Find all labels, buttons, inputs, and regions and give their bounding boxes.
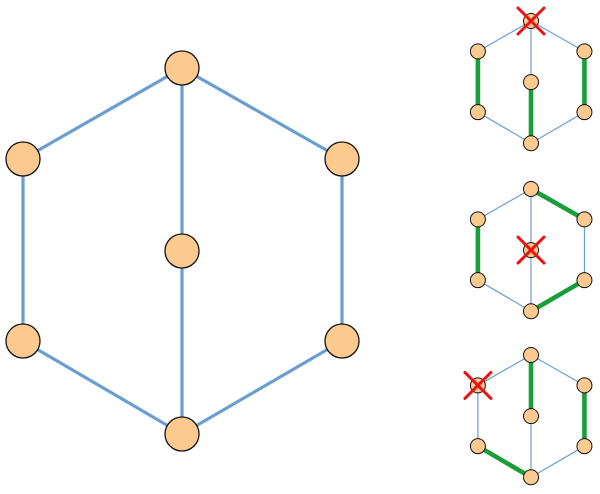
example-edge-1-lower-right-bottom: [530, 111, 586, 144]
example-2-vertex-upper-left: [469, 211, 486, 228]
example-2-vertex-bottom: [523, 303, 539, 320]
example-1-vertex-center: [523, 74, 539, 91]
matching-edge-2-top-upper-right: [528, 186, 587, 222]
example-3-vertex-top: [523, 347, 539, 363]
example-edge-1-top-upper-right: [530, 20, 586, 52]
example-edge-2-top-upper-left: [477, 188, 532, 220]
matching-edge-3-lower-left-bottom: [475, 443, 534, 480]
example-2-vertex-lower-left: [469, 272, 486, 289]
graph-vertex-bottom: [164, 416, 200, 452]
graph-vertex-lower-right: [324, 323, 360, 359]
matching-edge-2-lower-right-bottom: [528, 277, 587, 314]
example-3-vertex-center: [523, 408, 539, 425]
removed-vertex-mark-3-b: [463, 370, 493, 400]
example-3-vertex-lower-left: [469, 438, 486, 455]
example-edge-1-top-upper-left: [477, 20, 532, 52]
example-edge-3-top-upper-right: [530, 354, 586, 386]
graph-vertex-center: [164, 233, 200, 269]
example-edge-3-top-upper-left: [477, 354, 532, 386]
example-1-vertex-bottom: [523, 135, 539, 152]
graph-edge-top-upper-left: [21, 66, 184, 161]
graph-vertex-upper-right: [324, 141, 360, 177]
removed-vertex-mark-1-b: [516, 6, 546, 36]
example-1-vertex-upper-left: [469, 43, 486, 60]
example-1-vertex-lower-right: [576, 104, 593, 121]
removed-vertex-mark-2-b: [516, 235, 546, 265]
example-edge-1-lower-left-bottom: [477, 111, 532, 144]
example-3-vertex-upper-right: [576, 377, 593, 394]
example-1-vertex-upper-right: [576, 43, 593, 60]
example-3-vertex-lower-right: [576, 438, 593, 455]
graph-edge-lower-left-bottom: [21, 339, 184, 436]
example-edge-3-lower-right-bottom: [530, 445, 586, 478]
example-2-vertex-lower-right: [576, 272, 593, 289]
graph-edge-top-upper-right: [180, 66, 344, 161]
example-1-vertex-lower-left: [469, 104, 486, 121]
graph-vertex-lower-left: [5, 323, 41, 359]
example-2-vertex-upper-right: [576, 211, 593, 228]
example-edge-2-lower-left-bottom: [477, 279, 532, 312]
graph-vertex-upper-left: [5, 141, 41, 177]
graph-edge-lower-right-bottom: [180, 339, 344, 436]
graph-vertex-top: [164, 50, 200, 86]
example-2-vertex-top: [523, 181, 539, 197]
example-3-vertex-bottom: [523, 469, 539, 486]
